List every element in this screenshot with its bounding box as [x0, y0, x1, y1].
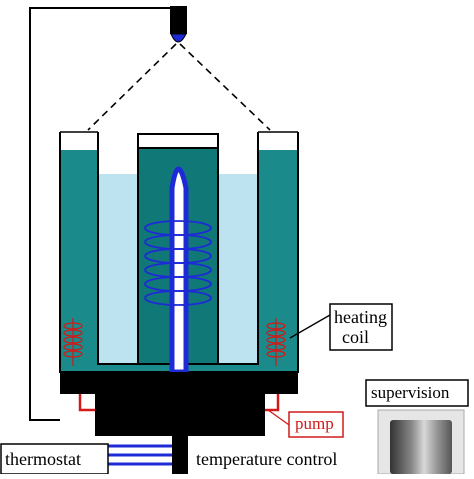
supervision-label: supervision [371, 383, 450, 402]
heating-coil-leader [289, 314, 331, 339]
monitor-icon [377, 409, 465, 475]
pump-label: pump [295, 414, 334, 433]
pump-tube-right [265, 394, 280, 412]
crystal-column-lid [137, 133, 219, 149]
supervision-label-box [365, 379, 469, 407]
thermostat-label-box [0, 443, 109, 475]
base-pedestal [95, 394, 265, 436]
heating-coil-icon [63, 318, 83, 366]
spiral-coil-icon [144, 220, 212, 306]
camera-icon [170, 6, 187, 34]
temperature-control-label: temperature control [196, 449, 338, 469]
heating-coil-label-line2: coil [342, 327, 369, 347]
heating-coil-label-line1: heating [334, 307, 387, 327]
pump-label-box [288, 411, 344, 438]
crystal-probe [169, 166, 189, 375]
pump-leader [267, 409, 293, 428]
camera-lens [170, 33, 187, 43]
pump-tube-left [78, 394, 95, 412]
heating-coil-icon [266, 318, 286, 366]
thermostat-label: thermostat [5, 449, 81, 469]
heating-coil-label-box [329, 303, 393, 351]
base-block [60, 372, 298, 394]
feedback-wire [29, 7, 172, 421]
temperature-probe-stem [172, 436, 188, 474]
view-line-left [87, 43, 177, 131]
view-line-right [179, 43, 271, 131]
